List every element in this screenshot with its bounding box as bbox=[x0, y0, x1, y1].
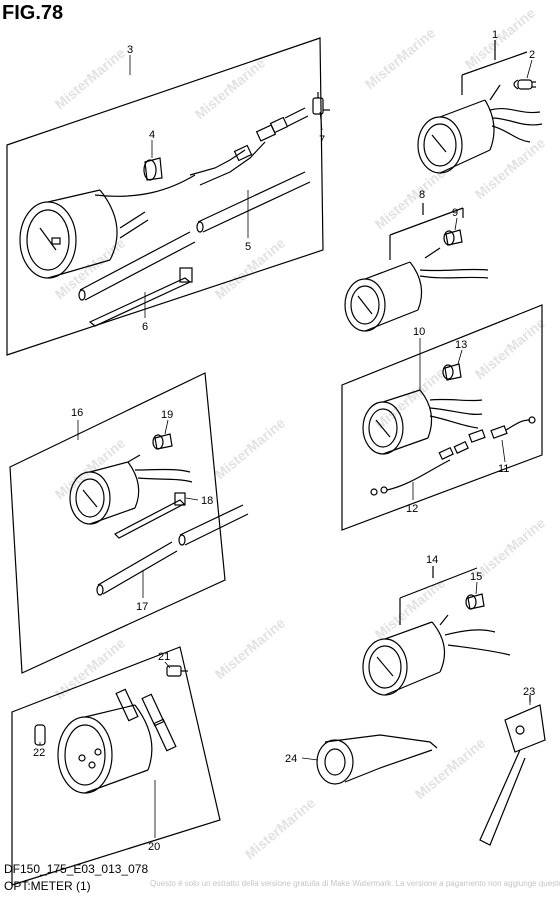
callout-13: 13 bbox=[455, 339, 467, 351]
watermark-text: MisterMarine bbox=[472, 134, 549, 202]
callout-15: 15 bbox=[470, 571, 482, 583]
harness-11 bbox=[468, 416, 536, 443]
watermark-text: MisterMarine bbox=[472, 314, 549, 382]
leader-13 bbox=[457, 349, 463, 365]
group-box-20 bbox=[11, 646, 221, 886]
bulb-9 bbox=[443, 229, 463, 246]
connector-3 bbox=[233, 107, 309, 162]
gauge-10 bbox=[362, 389, 483, 455]
callout-22: 22 bbox=[33, 747, 45, 759]
watermark-notice: Questo è solo un estratto della versione… bbox=[150, 879, 560, 888]
callout-18: 18 bbox=[201, 495, 213, 507]
watermark-text: MisterMarine bbox=[212, 614, 289, 682]
callout-24: 24 bbox=[285, 753, 297, 765]
terminal-21 bbox=[166, 665, 188, 677]
callout-19: 19 bbox=[161, 409, 173, 421]
leader-15 bbox=[475, 581, 478, 595]
callout-8: 8 bbox=[419, 189, 425, 201]
leader-19 bbox=[164, 419, 169, 435]
terminal-7 bbox=[312, 92, 330, 115]
leader-7 bbox=[319, 111, 323, 131]
harness-12 bbox=[370, 440, 469, 496]
group-box-10 bbox=[341, 304, 543, 531]
callout-17: 17 bbox=[136, 601, 148, 613]
callout-7: 7 bbox=[319, 134, 325, 146]
bulb-15 bbox=[465, 593, 485, 610]
callout-9: 9 bbox=[452, 207, 458, 219]
watermark-text: MisterMarine bbox=[52, 234, 129, 302]
watermark-text: MisterMarine bbox=[52, 44, 129, 112]
watermark-text: MisterMarine bbox=[472, 514, 549, 582]
callout-20: 20 bbox=[148, 841, 160, 853]
watermark-text: MisterMarine bbox=[52, 434, 129, 502]
leader-24 bbox=[301, 757, 319, 761]
cable-tie-18 bbox=[113, 492, 186, 539]
bulb-13 bbox=[442, 363, 462, 381]
watermark-text: MisterMarine bbox=[212, 414, 289, 482]
bracket-23 bbox=[479, 695, 546, 846]
callout-14: 14 bbox=[426, 554, 438, 566]
callout-3: 3 bbox=[127, 44, 133, 56]
bulb-4 bbox=[143, 157, 163, 181]
cable-tie-6 bbox=[88, 267, 193, 327]
tube-17 bbox=[96, 504, 249, 596]
watermark-text: MisterMarine bbox=[412, 734, 489, 802]
diagram-code: DF150_175_E03_013_078 bbox=[4, 862, 149, 876]
callout-11: 11 bbox=[498, 463, 509, 475]
callout-6: 6 bbox=[142, 321, 148, 333]
leader-21 bbox=[164, 661, 171, 669]
diagram-name: OPT:METER (1) bbox=[4, 879, 91, 893]
leader-9 bbox=[454, 217, 458, 231]
bulb-2 bbox=[513, 79, 536, 90]
leader-2 bbox=[526, 59, 533, 79]
callout-4: 4 bbox=[149, 129, 155, 141]
gauge-1 bbox=[417, 84, 543, 174]
callout-12: 12 bbox=[406, 503, 418, 515]
gauge-14 bbox=[362, 614, 511, 696]
figure-title: FIG.78 bbox=[2, 2, 64, 24]
gauge-20 bbox=[57, 688, 177, 794]
watermark-text: MisterMarine bbox=[372, 574, 449, 642]
callout-16: 16 bbox=[71, 407, 83, 419]
gauge-3 bbox=[19, 141, 266, 279]
leader-11 bbox=[501, 439, 506, 463]
callout-21: 21 bbox=[158, 651, 170, 663]
group-box-16 bbox=[9, 372, 226, 674]
watermark-text: MisterMarine bbox=[362, 24, 439, 92]
bracket-8 bbox=[389, 203, 464, 260]
callout-10: 10 bbox=[413, 326, 425, 338]
gauge-16 bbox=[69, 454, 193, 525]
leader-18 bbox=[185, 497, 199, 501]
watermark-text: MisterMarine bbox=[242, 794, 319, 862]
watermark-text: MisterMarine bbox=[372, 364, 449, 432]
callout-2: 2 bbox=[529, 49, 535, 61]
watermark-text: MisterMarine bbox=[372, 164, 449, 232]
callout-5: 5 bbox=[245, 241, 251, 253]
callout-1: 1 bbox=[492, 29, 498, 41]
bulb-19 bbox=[152, 433, 173, 450]
tube-5 bbox=[78, 171, 311, 301]
group-box-3 bbox=[6, 37, 324, 356]
gauge-8 bbox=[344, 247, 489, 332]
watermark-text: MisterMarine bbox=[192, 54, 269, 122]
bracket-14 bbox=[399, 566, 478, 625]
cover-24 bbox=[316, 734, 438, 785]
callout-23: 23 bbox=[523, 686, 535, 698]
